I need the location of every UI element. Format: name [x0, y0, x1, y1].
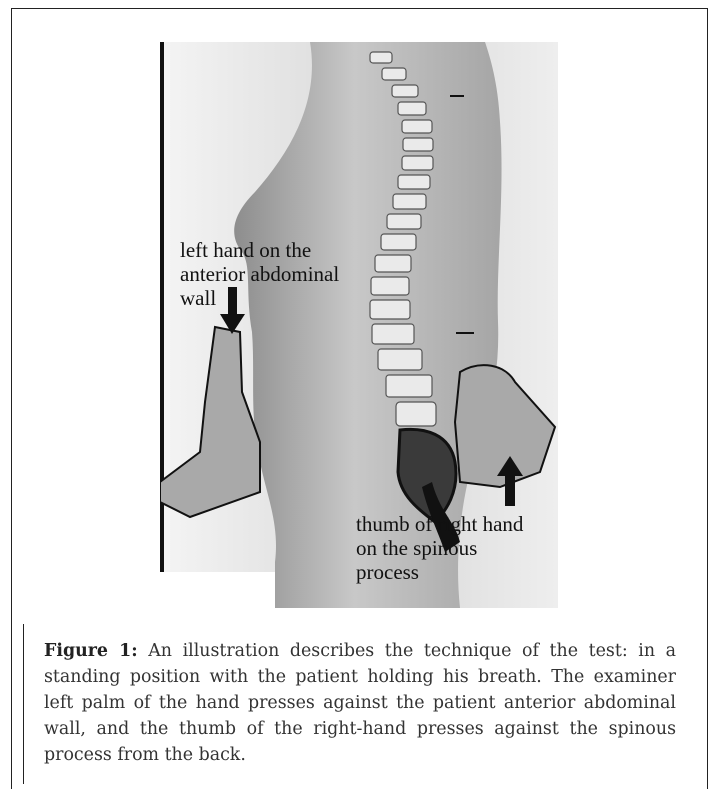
- figure-caption: Figure 1: An illustration describes the …: [44, 638, 676, 768]
- caption-label: Figure 1:: [44, 641, 138, 661]
- caption-rule: [23, 624, 24, 784]
- annotation-left-hand: left hand on the anterior abdominal wall: [180, 238, 339, 310]
- caption-text: An illustration describes the technique …: [44, 641, 676, 765]
- annotation-right-thumb: thumb of right hand on the spinous proce…: [356, 512, 523, 584]
- left-border-line: [160, 42, 164, 608]
